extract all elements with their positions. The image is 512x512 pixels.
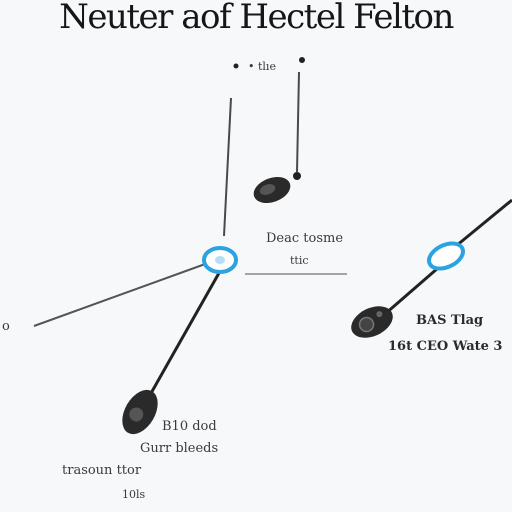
vertical-line-right — [296, 71, 300, 173]
pin-dot-top — [299, 57, 305, 63]
bullet-dot-top — [233, 63, 239, 69]
label-top: • tlıe — [248, 60, 276, 73]
label-bottom-4: 10ls — [122, 488, 146, 501]
right-node — [427, 241, 465, 271]
hub-node — [202, 246, 238, 274]
label-hub-1: Deac tosme — [266, 231, 344, 246]
device-bottom — [122, 389, 158, 435]
hub-node-center — [215, 256, 225, 264]
edge-right-down — [384, 266, 439, 316]
vertical-line-left — [223, 97, 232, 237]
diagram-title: Neuter aof Hectel Felton — [59, 0, 454, 37]
label-hub-2: ttic — [290, 254, 309, 267]
label-bottom-2: Gurr bleeds — [140, 441, 219, 456]
label-bottom-3: trasoun ttor — [62, 463, 142, 478]
edge-hub-down — [148, 272, 221, 396]
label-left-edge: o — [2, 319, 10, 334]
label-bottom-1: B10 dod — [162, 419, 217, 434]
device-top — [253, 176, 291, 204]
label-right-2: 16t CEO Wate 3 — [388, 339, 503, 354]
edge-right-up — [455, 198, 512, 248]
label-right-1: BAS Tlag — [416, 313, 484, 328]
device-right — [351, 306, 393, 338]
edge-hub-left — [33, 262, 209, 327]
pin-dot-right — [293, 172, 301, 180]
